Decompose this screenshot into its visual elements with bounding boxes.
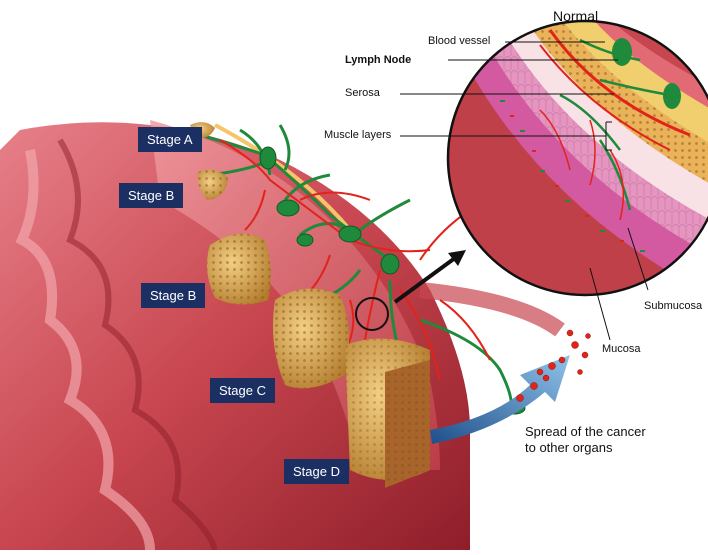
lymph-node xyxy=(297,234,313,246)
lymph-node-label: Lymph Node xyxy=(345,55,411,66)
spread-caption-line1: Spread of the cancer xyxy=(525,424,646,440)
submucosa-label: Submucosa xyxy=(644,301,702,312)
serosa-label: Serosa xyxy=(345,88,380,99)
inset-title: Normal xyxy=(553,9,598,23)
inset-normal-wall xyxy=(440,10,708,310)
spread-caption-line2: to other organs xyxy=(525,440,646,456)
stage-d-label: Stage D xyxy=(284,459,349,484)
stage-c-label: Stage C xyxy=(210,378,275,403)
tumor-stage-d xyxy=(345,339,430,488)
spread-caption: Spread of the cancer to other organs xyxy=(525,424,646,456)
lymph-node xyxy=(381,254,399,274)
tumor-stage-b-large xyxy=(207,234,271,305)
lymph-node xyxy=(277,200,299,216)
tumor-stage-c xyxy=(273,289,349,389)
mucosa-label: Mucosa xyxy=(602,344,641,355)
blood-vessel-label: Blood vessel xyxy=(428,36,490,47)
stage-b-label: Stage B xyxy=(119,183,183,208)
lymph-node xyxy=(260,147,276,169)
muscle-layers-label: Muscle layers xyxy=(324,130,391,141)
lymph-node xyxy=(339,226,361,242)
stage-b-label: Stage B xyxy=(141,283,205,308)
stage-a-label: Stage A xyxy=(138,127,202,152)
